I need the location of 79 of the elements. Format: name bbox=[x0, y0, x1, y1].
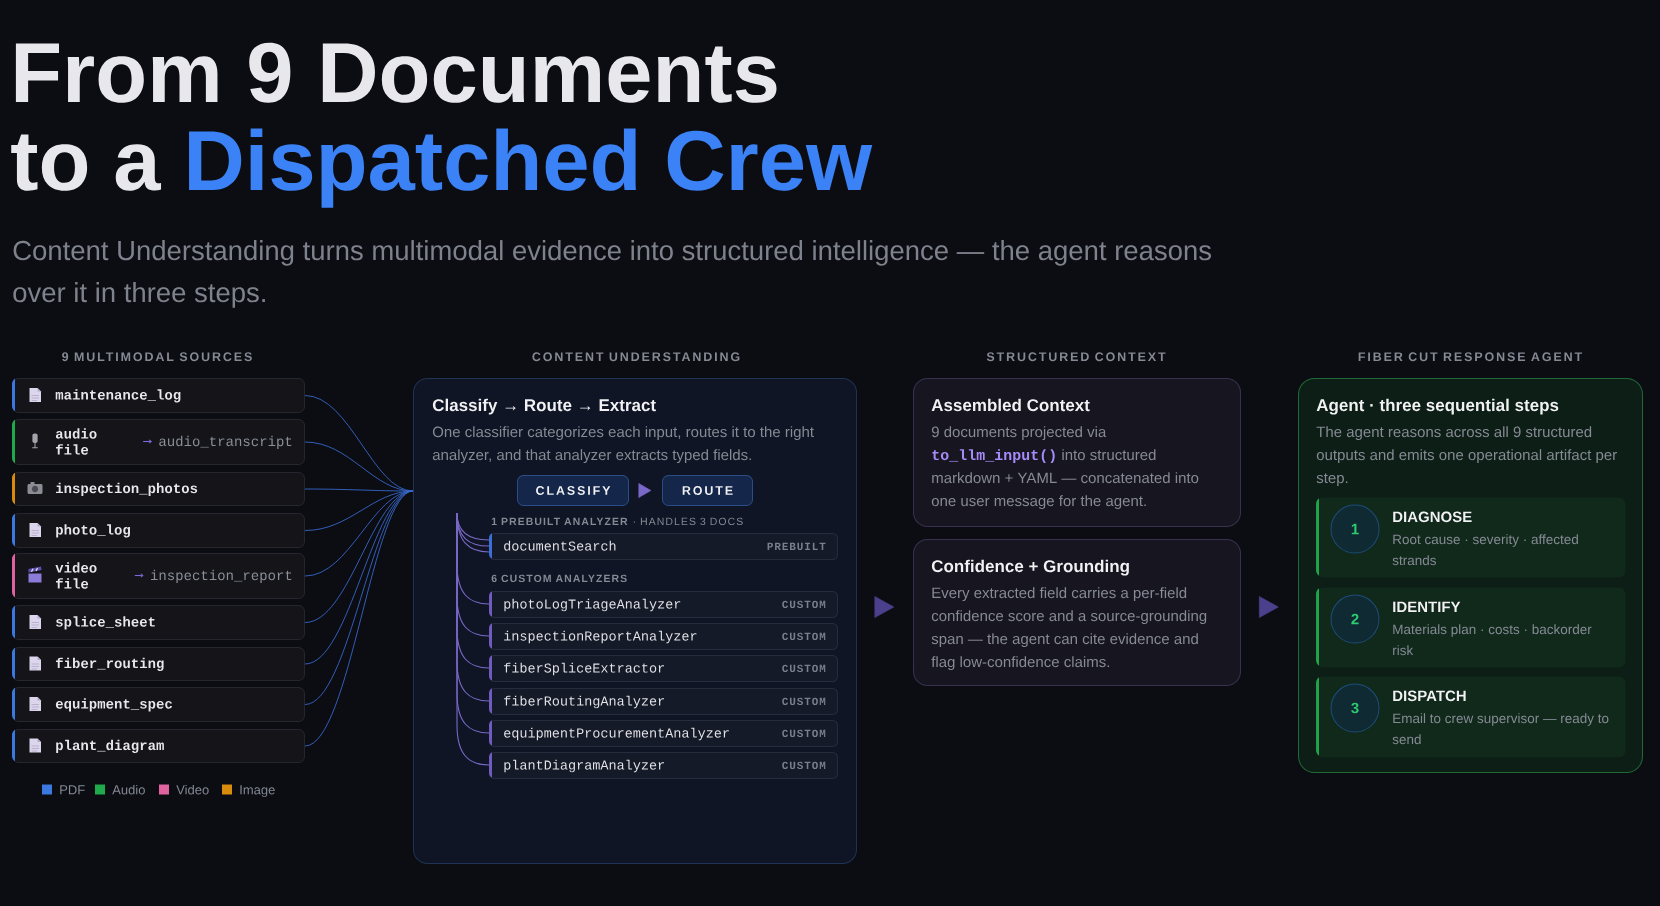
step-card bbox=[1316, 587, 1626, 668]
column-heading: STRUCTURED CONTEXT bbox=[986, 352, 1166, 362]
analyzer-name: fiberSpliceExtractor bbox=[504, 662, 664, 676]
step-title: IDENTIFY bbox=[1393, 601, 1461, 612]
file-card bbox=[12, 647, 305, 681]
arrow bbox=[638, 483, 652, 498]
type-tag: CUSTOM bbox=[782, 664, 826, 673]
subtitle: Content Understanding turns multimodal evidence into structured intelligence — the agent reasons over it in three steps. bbox=[13, 240, 1211, 308]
analyzer-row bbox=[489, 533, 838, 560]
file-name: plant_diagram bbox=[56, 739, 164, 753]
arrow bbox=[874, 596, 895, 618]
file-card bbox=[12, 419, 305, 465]
output-name: audio_transcript bbox=[159, 435, 292, 449]
analyzer-name: photoLogTriageAnalyzer bbox=[504, 598, 681, 612]
file-card bbox=[12, 513, 305, 548]
legend-label: Audio bbox=[112, 784, 145, 795]
legend-label: Video bbox=[176, 784, 209, 795]
file-card bbox=[12, 687, 305, 722]
curved-connector bbox=[304, 490, 414, 665]
file-card bbox=[12, 729, 305, 763]
panel-heading: Classify → Route → Extract bbox=[432, 398, 656, 415]
context-card bbox=[913, 539, 1241, 686]
curved-connector bbox=[304, 490, 414, 531]
type-tag: CUSTOM bbox=[782, 600, 826, 609]
panel-text: The agent reasons across all 9 structured outputs and emits one operational artifact per step. bbox=[1316, 426, 1617, 487]
card-heading: Confidence + Grounding bbox=[931, 559, 1129, 576]
file-card bbox=[12, 553, 305, 599]
stage-box: CLASSIFY bbox=[517, 475, 629, 506]
column-heading: CONTENT UNDERSTANDING bbox=[532, 352, 740, 362]
section-label: 1 PREBUILT ANALYZER · HANDLES 3 DOCS bbox=[491, 517, 743, 526]
column-heading: FIBER CUT RESPONSE AGENT bbox=[1358, 352, 1582, 362]
analyzer-row bbox=[489, 591, 838, 618]
file-name: photo_log bbox=[56, 524, 131, 538]
type-tag: CUSTOM bbox=[782, 697, 826, 706]
step-text: Materials plan · costs · backorder risk bbox=[1393, 624, 1592, 656]
analyzer-name: plantDiagramAnalyzer bbox=[504, 759, 664, 773]
type-tag: CUSTOM bbox=[782, 632, 826, 641]
type-tag: CUSTOM bbox=[782, 729, 826, 738]
analyzer-name: equipmentProcurementAnalyzer bbox=[504, 727, 729, 741]
title: From 9 Documents to a Dispatched Crew bbox=[11, 42, 873, 208]
step-card bbox=[1316, 676, 1626, 758]
step-card bbox=[1316, 497, 1626, 578]
legend-label: Image bbox=[240, 785, 275, 797]
step-title: DISPATCH bbox=[1393, 690, 1466, 702]
legend-label: PDF bbox=[60, 785, 85, 795]
step-text: Root cause · severity · affected strands bbox=[1392, 534, 1578, 566]
analyzer-name: fiberRoutingAnalyzer bbox=[504, 695, 664, 709]
panel-heading: Agent · three sequential steps bbox=[1316, 398, 1559, 415]
type-tag: PREBUILT bbox=[767, 542, 826, 551]
file-card bbox=[12, 605, 305, 640]
stage-box: ROUTE bbox=[662, 475, 753, 506]
analyzer-name: inspectionReportAnalyzer bbox=[504, 630, 697, 644]
file-name: equipment_spec bbox=[55, 698, 172, 712]
analyzer-row bbox=[489, 752, 838, 779]
analyzer-row bbox=[489, 688, 838, 715]
card-text: 9 documents projected via to_llm_input() into structured markdown + YAML — concatenated into one user message for the agent. bbox=[931, 426, 1199, 510]
analyzer-row bbox=[489, 623, 838, 650]
type-tag: CUSTOM bbox=[782, 761, 826, 770]
panel-text: One classifier categorizes each input, routes it to the right analyzer, and that analyzer extracts typed fields. bbox=[432, 426, 814, 464]
file-card bbox=[12, 378, 305, 413]
file-name: inspection_photos bbox=[56, 482, 198, 496]
file-name: splice_sheet bbox=[56, 616, 155, 630]
arrow bbox=[1258, 596, 1279, 618]
card-text: Every extracted field carries a per-field confidence score and a source-grounding span — the agent can cite evidence and flag low-confidence claims. bbox=[931, 587, 1207, 671]
output-name: inspection_report bbox=[150, 569, 292, 583]
file-name: audio file bbox=[55, 428, 97, 455]
analyzer-row bbox=[489, 720, 838, 747]
file-name: video file bbox=[55, 562, 97, 589]
section-label: 6 CUSTOM ANALYZERS bbox=[491, 574, 627, 583]
file-card bbox=[12, 472, 305, 506]
file-name: maintenance_log bbox=[55, 389, 181, 403]
analyzer-name: documentSearch bbox=[504, 540, 616, 551]
column-heading: 9 MULTIMODAL SOURCES bbox=[62, 352, 252, 362]
analyzer-row bbox=[489, 655, 838, 682]
context-card bbox=[913, 378, 1241, 527]
step-title: DIAGNOSE bbox=[1393, 511, 1472, 523]
file-name: fiber_routing bbox=[56, 657, 164, 671]
step-text: Email to crew supervisor — ready to send bbox=[1392, 713, 1609, 745]
card-heading: Assembled Context bbox=[931, 398, 1090, 412]
